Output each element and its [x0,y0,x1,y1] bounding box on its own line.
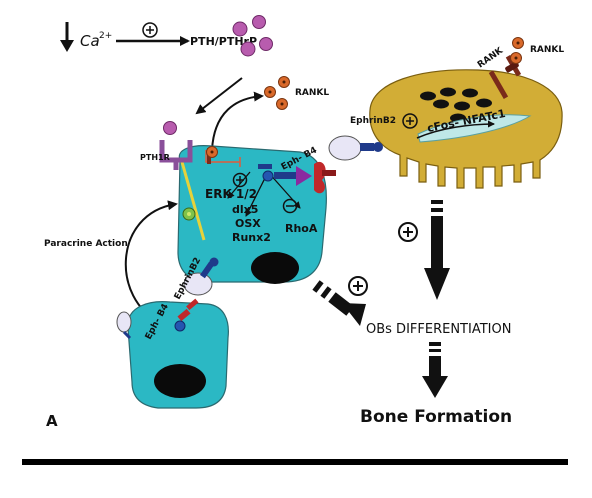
runx2-label: Runx2 [232,231,271,244]
rankl-label: RANKL [295,88,329,98]
obs-differentiation-label: OBs DIFFERENTIATION [366,322,511,337]
osteoclast-plus-icon [402,113,418,129]
ephrinb2-osteoclast-label: EphrinB2 [350,116,396,126]
eph-b4-receptor-top [258,161,336,194]
calcium-label: Ca [80,32,100,50]
osteoclast-to-diff-arrow [398,200,450,300]
rankl-release-arrow [211,91,264,151]
ephrinb2-lower [183,257,219,296]
paracrine-label: Paracrine Action [44,239,128,249]
diff-to-bone-arrow [422,342,448,398]
calcium-arrow-down [60,22,74,52]
pth1r-receptor [159,121,193,170]
pth-to-cell-arrow [195,77,243,115]
erk-plus-icon [232,172,248,188]
rank-receptor [488,37,524,99]
osteoclast [369,69,563,189]
pth-molecules [232,15,273,57]
osteoblast-main [177,145,327,284]
rankl-molecules [264,76,290,110]
calcium-to-pth-arrow [116,22,190,46]
rhoa-label: RhoA [285,222,318,235]
osteoblast-to-diff-arrow [312,276,368,326]
eph-b4-receptor-lower [116,298,199,340]
dlx5-label: dlx5 [232,203,258,216]
rankl-osteoclast-label: RANKL [530,45,564,55]
rhoa-minus-icon [282,198,298,214]
osx-label: OSX [235,217,261,230]
bottom-rule [22,459,568,465]
bone-formation-label: Bone Formation [360,407,512,427]
calcium-superscript: 2+ [99,31,112,41]
pth1r-label: PTH1R [140,153,170,162]
rank-label: RANK [476,45,506,70]
osteoblast-lower [127,301,229,409]
membrane-rankl [206,146,218,164]
panel-letter: A [46,412,58,430]
pth-label: PTH/PTHrP [190,35,257,48]
ephrinb2-osteoclast [328,135,383,161]
erk-label: ERK 1/2 [205,187,257,201]
